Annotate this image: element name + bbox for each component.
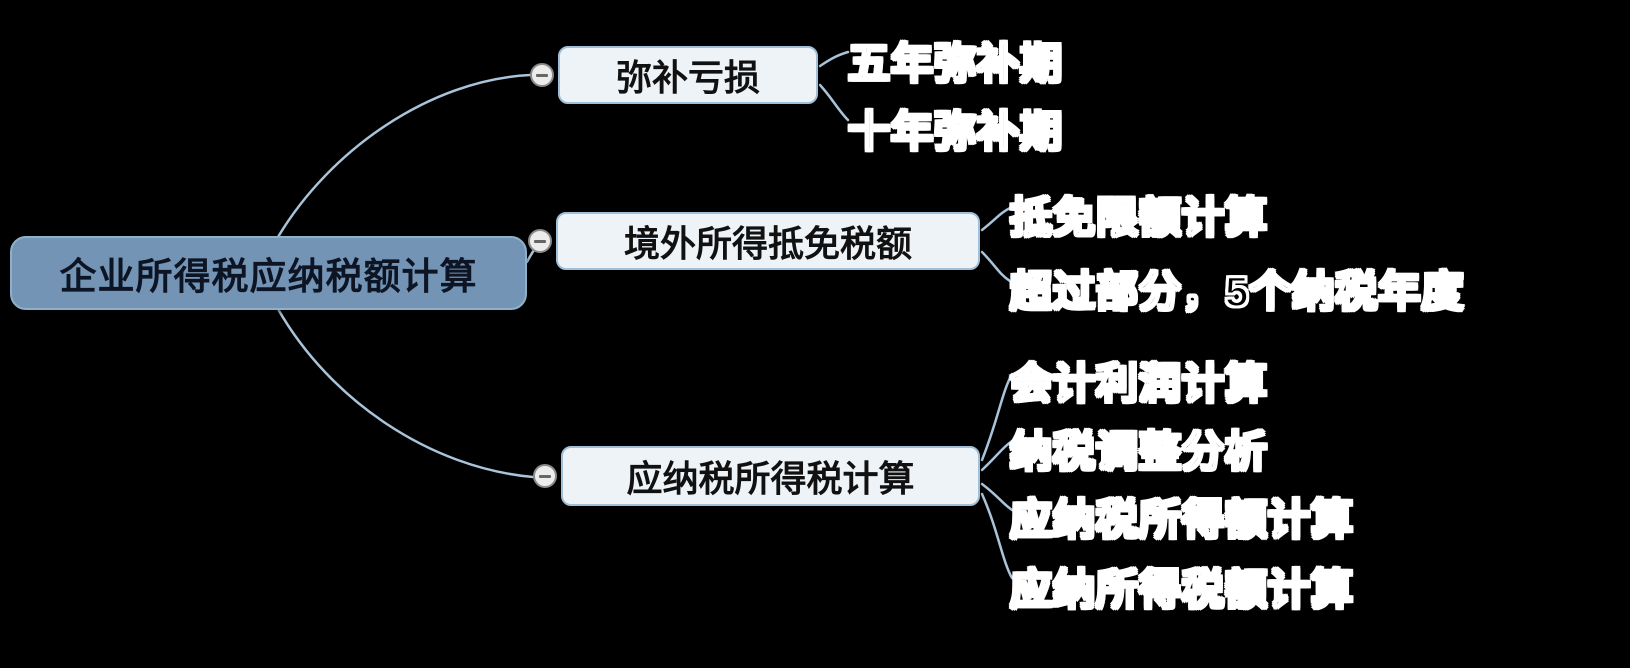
collapse-toggle-branch-1[interactable] xyxy=(528,229,552,253)
collapse-toggle-branch-2[interactable] xyxy=(533,464,557,488)
leaf-node-income-tax-payable-calculation[interactable]: 应纳所得税额计算 xyxy=(1009,565,1355,614)
connector-branch2-leaf2 xyxy=(980,482,1014,512)
leaf-node-tax-adjustment-analysis[interactable]: 纳税调整分析 xyxy=(1009,427,1269,476)
leaf-node-taxable-income-amount-calculation[interactable]: 应纳税所得额计算 xyxy=(1009,495,1355,544)
root-node[interactable]: 企业所得税应纳税额计算 xyxy=(10,236,527,310)
leaf-node-five-year-period[interactable]: 五年弥补期 xyxy=(847,39,1064,88)
connector-branch1-leaf0 xyxy=(980,206,1012,232)
collapse-toggle-branch-0[interactable] xyxy=(530,63,554,87)
minus-icon xyxy=(539,474,551,478)
connector-branch2-leaf3 xyxy=(980,492,1014,580)
root-node-label: 企业所得税应纳税额计算 xyxy=(59,256,478,297)
branch-node-make-up-losses[interactable]: 弥补亏损 xyxy=(558,46,818,104)
connector-branch1-leaf1 xyxy=(980,250,1012,283)
minus-icon xyxy=(536,73,548,77)
connector-branch0-leaf0 xyxy=(818,50,850,68)
branch-node-label: 弥补亏损 xyxy=(615,57,760,98)
branch-node-foreign-income-tax-credit[interactable]: 境外所得抵免税额 xyxy=(556,212,980,270)
minus-icon xyxy=(534,239,546,243)
branch-node-label: 境外所得抵免税额 xyxy=(623,223,912,264)
connector-branch2-leaf1 xyxy=(980,439,1014,472)
connector-branch2-leaf0 xyxy=(980,372,1014,462)
leaf-node-excess-five-tax-years[interactable]: 超过部分，5个纳税年度 xyxy=(1009,267,1465,316)
branch-node-label: 应纳税所得税计算 xyxy=(626,458,915,499)
leaf-node-ten-year-period[interactable]: 十年弥补期 xyxy=(847,107,1064,156)
connector-root-branch-2 xyxy=(276,307,535,479)
connector-branch0-leaf1 xyxy=(818,83,850,122)
branch-node-taxable-income-tax-calculation[interactable]: 应纳税所得税计算 xyxy=(561,446,980,506)
connector-root-branch-0 xyxy=(276,73,532,239)
leaf-node-credit-limit-calculation[interactable]: 抵免限额计算 xyxy=(1009,193,1269,242)
leaf-node-accounting-profit-calculation[interactable]: 会计利润计算 xyxy=(1009,359,1269,408)
